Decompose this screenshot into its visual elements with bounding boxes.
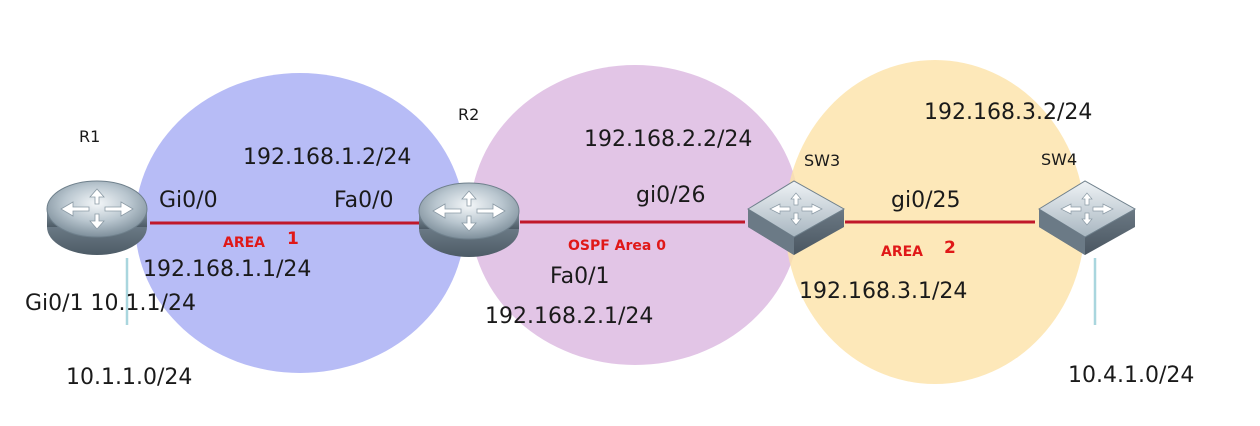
device-name-r2: R2	[458, 105, 479, 124]
area0-label: OSPF Area 0	[568, 238, 666, 254]
device-name-sw3: SW3	[804, 151, 840, 170]
sw4-lan-label: 10.4.1.0/24	[1068, 363, 1194, 388]
sw3-gi025-label: gi0/25	[891, 188, 960, 213]
r2-fa01-ip-label: 192.168.2.1/24	[485, 304, 653, 329]
r1-lan-label: 10.1.1.0/24	[66, 365, 192, 390]
sw3-gi026-label: gi0/26	[636, 183, 705, 208]
area2-number: 2	[944, 238, 956, 258]
area0-region	[470, 65, 800, 365]
r1-gi00-label: Gi0/0	[159, 188, 218, 213]
r2-fa00-label: Fa0/0	[334, 188, 394, 213]
area1-label: AREA	[223, 235, 265, 251]
area1-number: 1	[287, 229, 299, 249]
device-name-sw4: SW4	[1041, 150, 1077, 169]
area2-label: AREA	[881, 244, 923, 260]
device-name-r1: R1	[79, 127, 100, 146]
sw3-gi026-ip-label: 192.168.2.2/24	[584, 127, 752, 152]
router-r2-icon[interactable]	[418, 182, 520, 258]
sw4-ip-label: 192.168.3.2/24	[924, 100, 1092, 125]
r1-gi00-ip-label: 192.168.1.1/24	[143, 257, 311, 282]
r2-fa01-label: Fa0/1	[550, 264, 610, 289]
router-r1-icon[interactable]	[46, 180, 148, 256]
r2-fa00-ip-label: 192.168.1.2/24	[243, 145, 411, 170]
sw3-gi025-ip-label: 192.168.3.1/24	[799, 279, 967, 304]
r1-gi01-label: Gi0/1 10.1.1/24	[25, 291, 196, 316]
